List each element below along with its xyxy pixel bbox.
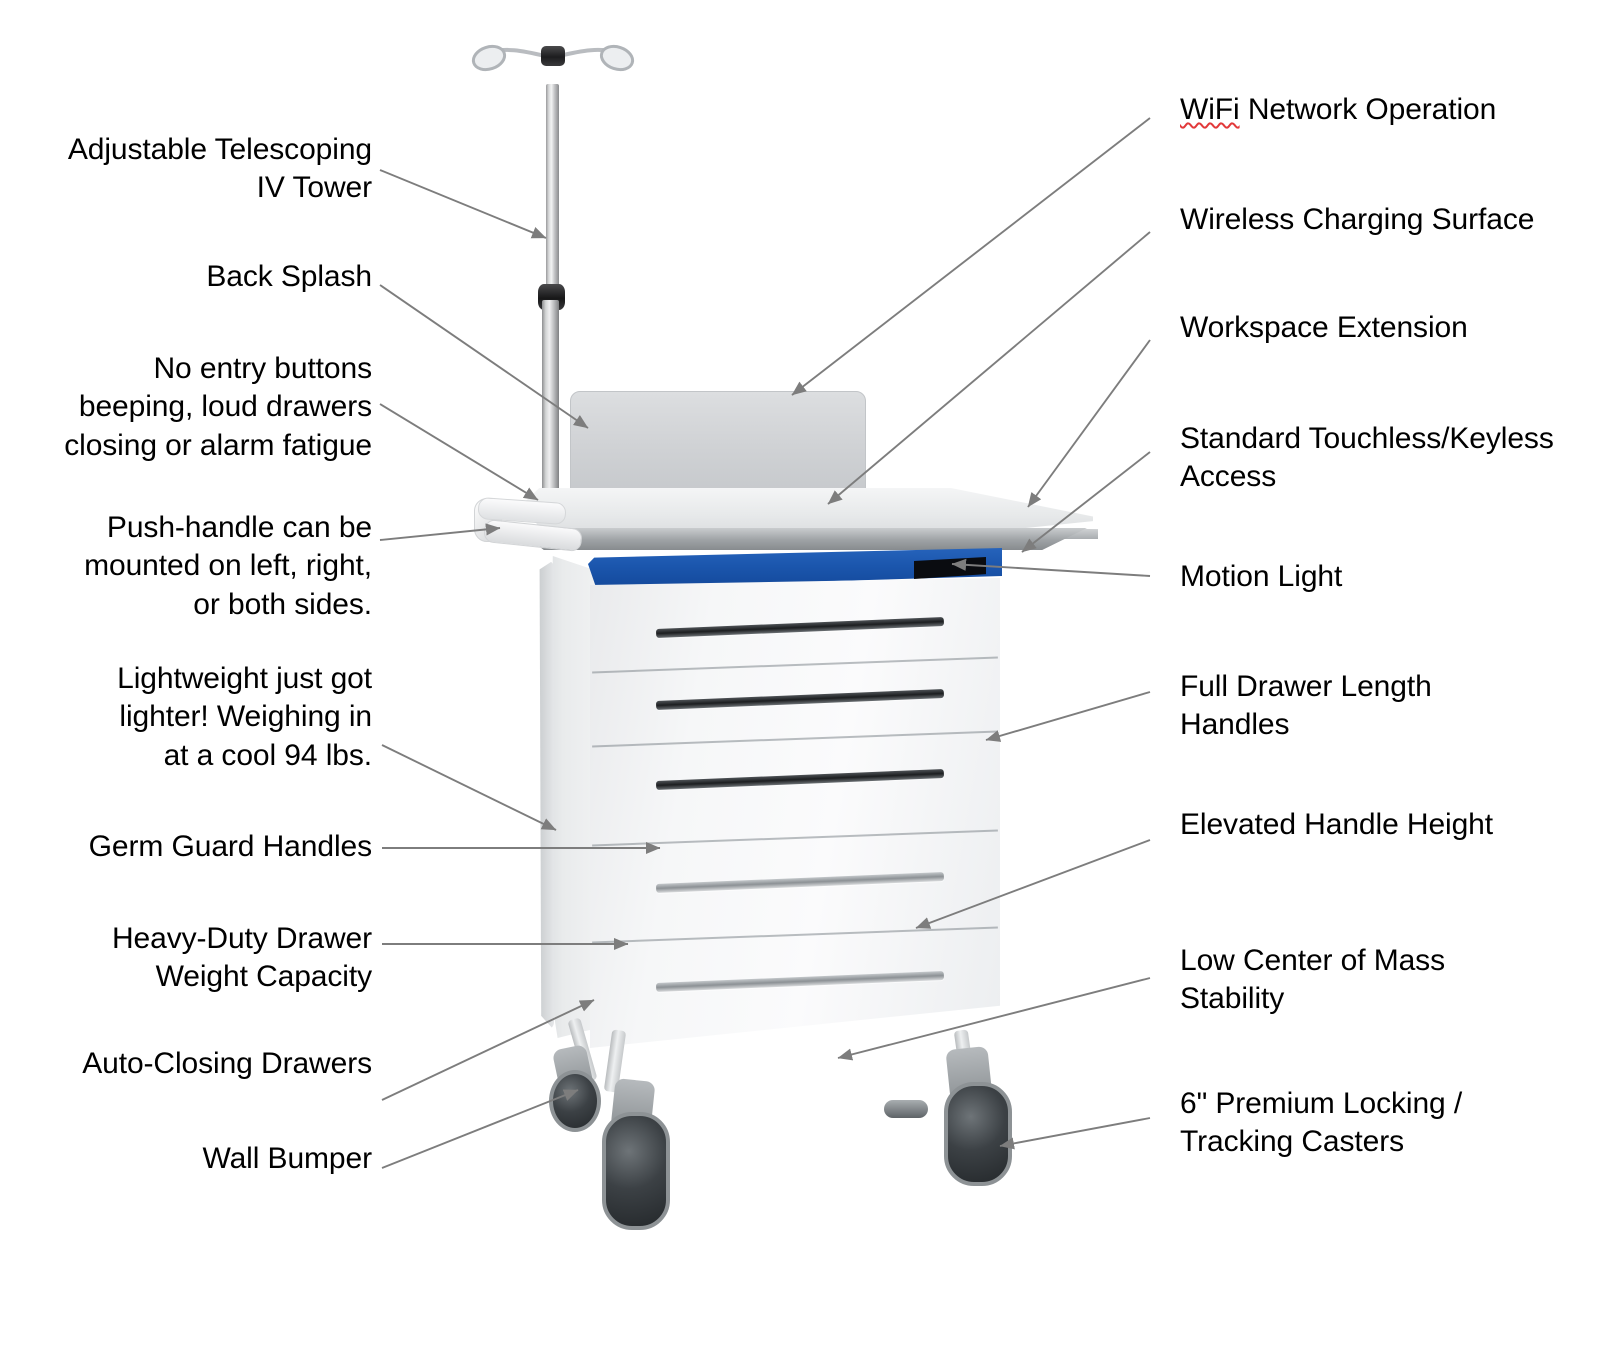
- callout-label-germ-guard-handles: Germ Guard Handles: [88, 830, 372, 863]
- drawer-seam: [592, 829, 998, 847]
- drawer-handle[interactable]: [655, 768, 945, 791]
- callout-label-back-splash: Back Splash: [206, 260, 372, 293]
- work-surface-edge: [527, 528, 1087, 550]
- iv-hook-left: [471, 44, 507, 72]
- wifi-misspelled-word: WiFi: [1180, 93, 1240, 126]
- callout-label-full-drawer-length-handles: Full Drawer Length Handles: [1180, 670, 1432, 742]
- callout-label-lightweight: Lightweight just got lighter! Weighing i…: [117, 662, 372, 772]
- drawer-handle[interactable]: [655, 970, 945, 993]
- callout-label-workspace-extension: Workspace Extension: [1180, 311, 1468, 344]
- iv-hook-left-arm: [490, 47, 547, 58]
- center-foot: [884, 1100, 928, 1118]
- iv-pole-upper-section: [546, 84, 559, 290]
- callout-label-wireless-charging-surface: Wireless Charging Surface: [1180, 203, 1535, 236]
- callout-label-heavy-duty-drawer-weight-capacity: Heavy-Duty Drawer Weight Capacity: [111, 922, 372, 994]
- iv-hook-right: [599, 44, 635, 72]
- drawer-seam: [592, 730, 998, 748]
- callout-label-push-handle: Push-handle can be mounted on left, righ…: [84, 511, 372, 621]
- callout-label-elevated-handle-height: Elevated Handle Height: [1180, 808, 1494, 841]
- work-surface: [525, 488, 1093, 534]
- drawer-handle[interactable]: [655, 688, 945, 711]
- callout-label-wall-bumper: Wall Bumper: [202, 1142, 373, 1175]
- iv-pole-lower-section: [542, 300, 559, 500]
- callout-label-motion-light: Motion Light: [1180, 560, 1343, 593]
- iv-hook-right-arm: [557, 47, 616, 58]
- iv-pole-top-collar: [541, 46, 565, 66]
- drawer-handle[interactable]: [655, 616, 945, 639]
- callout-label-low-center-of-mass-stability: Low Center of Mass Stability: [1180, 944, 1445, 1016]
- callout-label-standard-touchless-keyless-access: Standard Touchless/Keyless Access: [1180, 422, 1554, 494]
- caster-rear-left: [549, 1070, 601, 1132]
- wifi-label-rest: Network Operation: [1239, 93, 1497, 126]
- caster-front-left: [602, 1112, 670, 1230]
- callout-label-adjustable-telescoping-iv-tower: Adjustable Telescoping IV Tower: [67, 133, 372, 205]
- drawer-handle[interactable]: [655, 871, 945, 894]
- drawer-cabinet-body: [590, 578, 1000, 1048]
- callout-label-premium-locking-tracking-casters: 6" Premium Locking / Tracking Casters: [1180, 1087, 1463, 1159]
- caster-front-right: [944, 1082, 1012, 1186]
- wall-bumper-strip: [539, 560, 554, 1030]
- callout-label-no-entry-buttons: No entry buttons beeping, loud drawers c…: [64, 352, 372, 462]
- back-splash-panel: [570, 391, 866, 500]
- callout-label-wifi-network-operation: WiFi Network Operation: [1180, 91, 1600, 129]
- drawer-seam: [592, 926, 998, 944]
- drawer-seam: [592, 656, 998, 674]
- callout-label-auto-closing-drawers: Auto-Closing Drawers: [82, 1047, 372, 1080]
